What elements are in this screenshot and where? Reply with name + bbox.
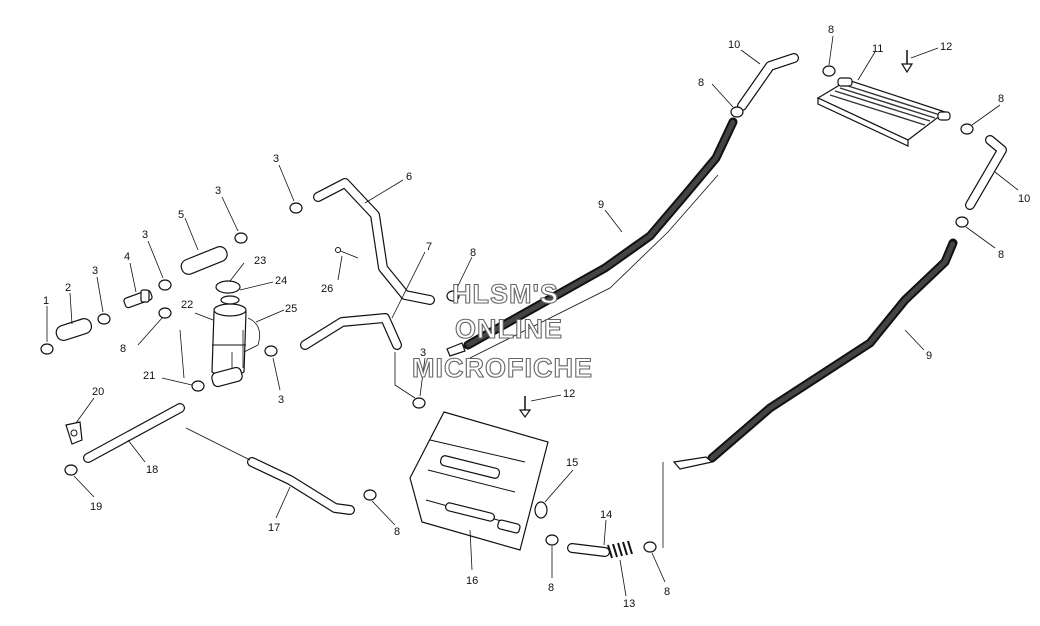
callout-15: 15 — [566, 457, 578, 469]
callout-22: 22 — [181, 299, 193, 311]
clamp-3-d — [289, 202, 303, 214]
callout-8-e: 8 — [998, 93, 1004, 105]
callout-3-c: 3 — [215, 185, 221, 197]
clamp-8-d — [822, 65, 836, 77]
callout-2: 2 — [65, 282, 71, 294]
callout-23: 23 — [254, 255, 266, 267]
clamp-8-c — [730, 106, 744, 118]
callout-11: 11 — [872, 43, 883, 55]
hose-5 — [180, 246, 228, 275]
clamp-21 — [191, 380, 205, 392]
hose-17 — [247, 457, 355, 515]
callout-13: 13 — [623, 598, 635, 610]
elbow-hose-10-upper — [737, 53, 799, 111]
clamp-8-i — [643, 541, 657, 553]
callout-5: 5 — [178, 209, 184, 221]
clamp-3-a — [97, 313, 111, 325]
clamp-8-g — [363, 489, 377, 501]
screw-12-top — [900, 50, 914, 74]
heat-exchanger-plate-16 — [409, 411, 549, 551]
watermark-line-2: ONLINE — [455, 314, 563, 344]
hose-9-upper — [446, 117, 738, 359]
callout-21: 21 — [143, 370, 155, 382]
callout-8-c: 8 — [698, 77, 704, 89]
heat-exchanger-11 — [816, 77, 951, 147]
watermark-line-3: MICROFICHE — [412, 353, 593, 383]
leader-lines — [179, 329, 664, 548]
callout-8-b: 8 — [470, 247, 476, 259]
callout-3-b: 3 — [142, 229, 148, 241]
hose-14 — [567, 543, 610, 557]
clamp-3-c — [234, 232, 248, 244]
callout-19: 19 — [90, 501, 102, 513]
callout-8-i: 8 — [664, 586, 670, 598]
elbow-hose-10-right — [965, 135, 1007, 210]
callout-12-a: 12 — [940, 41, 952, 53]
callout-8-d: 8 — [828, 24, 834, 36]
callout-labels: 1 2 3 3 3 3 3 3 4 5 6 7 8 — [43, 24, 1030, 610]
clamp-ring-15 — [534, 501, 548, 519]
clamp-8-h — [545, 534, 559, 546]
bracket-20 — [65, 421, 83, 445]
callout-16: 16 — [466, 575, 478, 587]
clamp-8-b — [446, 290, 460, 302]
hose-9-lower — [672, 238, 958, 470]
clamp-8-a — [158, 307, 172, 319]
callout-17: 17 — [268, 522, 280, 534]
clamp-1 — [40, 343, 54, 355]
callout-9-a: 9 — [598, 199, 604, 211]
spring-13 — [607, 540, 633, 559]
coolant-reservoir-22 — [211, 295, 247, 388]
hose-7 — [300, 313, 402, 350]
callout-4: 4 — [124, 251, 130, 263]
callout-12-b: 12 — [563, 388, 575, 400]
callout-1: 1 — [43, 295, 49, 307]
t-fitting-4 — [123, 289, 153, 309]
callout-6: 6 — [406, 171, 412, 183]
callout-8-f: 8 — [998, 249, 1004, 261]
callout-26: 26 — [321, 283, 333, 295]
reservoir-cap-23 — [215, 280, 241, 294]
watermark: HLSM'S ONLINE MICROFICHE — [411, 278, 593, 383]
callout-8-a: 8 — [120, 343, 126, 355]
clamp-group — [40, 65, 974, 553]
callout-3-d: 3 — [273, 153, 279, 165]
callout-8-g: 8 — [394, 526, 400, 538]
cable-tie-26 — [335, 247, 359, 259]
clamp-8-f — [955, 216, 969, 228]
hose-18 — [83, 403, 185, 463]
hose-2 — [55, 318, 93, 341]
clamp-8-e — [960, 123, 974, 135]
screw-12-middle — [518, 396, 532, 419]
callout-7: 7 — [426, 241, 432, 253]
strap-25 — [243, 317, 261, 353]
callout-9-b: 9 — [926, 350, 932, 362]
callout-24: 24 — [275, 275, 287, 287]
hose-6 — [313, 178, 435, 305]
callout-3-f: 3 — [420, 347, 426, 359]
clamp-3-b — [158, 279, 172, 291]
callout-10-b: 10 — [1018, 193, 1030, 205]
callout-20: 20 — [92, 386, 104, 398]
callout-14: 14 — [600, 509, 612, 521]
callout-3-a: 3 — [92, 265, 98, 277]
watermark-line-1: HLSM'S — [452, 279, 559, 309]
clamp-3-f — [412, 397, 426, 409]
callout-18: 18 — [146, 464, 158, 476]
callout-25: 25 — [285, 303, 297, 315]
callout-8-h: 8 — [548, 582, 554, 594]
clamp-19 — [64, 464, 78, 476]
callout-3-e: 3 — [278, 394, 284, 406]
clamp-3-e — [264, 345, 278, 357]
callout-10-a: 10 — [728, 39, 740, 51]
